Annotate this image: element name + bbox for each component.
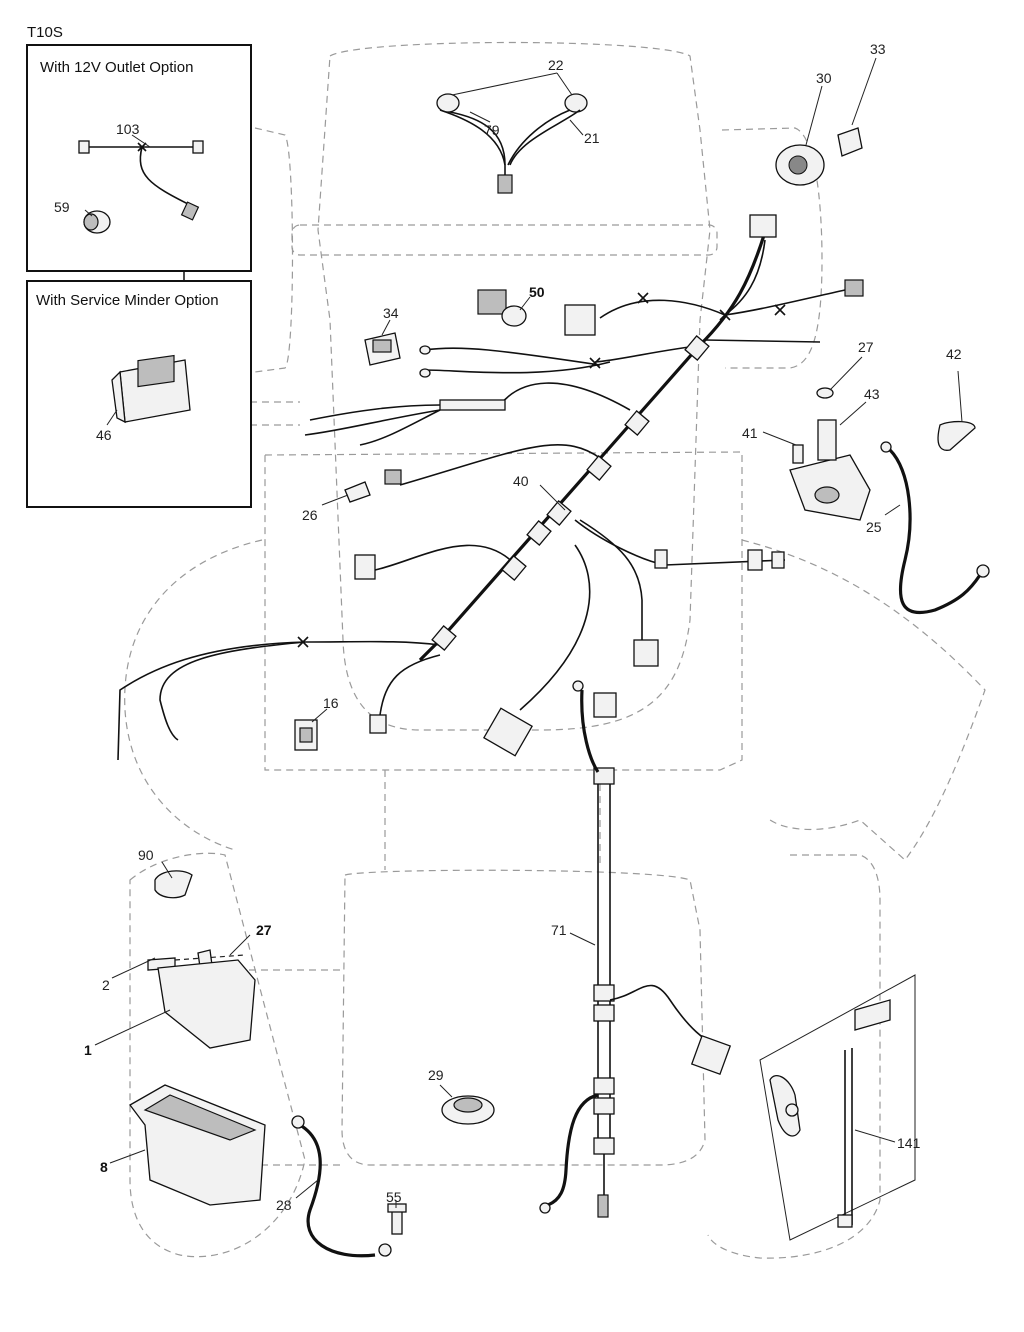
minder-option-inset: With Service Minder Option — [26, 280, 252, 508]
headlight-harness — [436, 93, 588, 194]
label-8: 8 — [100, 1159, 108, 1175]
leader-lines — [84, 57, 963, 1208]
label-43: 43 — [864, 386, 880, 402]
label-33: 33 — [870, 41, 886, 57]
label-103: 103 — [116, 121, 140, 137]
label-16: 16 — [323, 695, 339, 711]
label-79: 79 — [484, 122, 500, 138]
label-50: 50 — [529, 284, 545, 300]
label-21: 21 — [584, 130, 600, 146]
label-141: 141 — [897, 1135, 921, 1151]
main-harness — [117, 214, 864, 761]
label-71: 71 — [551, 922, 567, 938]
label-29: 29 — [428, 1067, 444, 1083]
ignition-switch — [775, 127, 863, 186]
rear-harness — [539, 680, 732, 1218]
label-27a: 27 — [858, 339, 874, 355]
label-30: 30 — [816, 70, 832, 86]
tractor-outline — [124, 41, 986, 1259]
part-labels: 103 59 46 22 79 21 33 30 34 50 27 42 43 … — [54, 41, 962, 1213]
switch-34 — [364, 332, 401, 366]
fuse-holder — [344, 481, 371, 503]
label-22: 22 — [548, 57, 564, 73]
outlet-option-inset: With 12V Outlet Option — [26, 44, 252, 272]
label-59: 59 — [54, 199, 70, 215]
label-28: 28 — [276, 1197, 292, 1213]
label-26: 26 — [302, 507, 318, 523]
label-27b: 27 — [256, 922, 272, 938]
seat-switch — [441, 1095, 495, 1125]
outlet-option-title: With 12V Outlet Option — [40, 59, 193, 76]
seat-bracket-141 — [759, 974, 916, 1241]
minder-option-title: With Service Minder Option — [36, 292, 219, 309]
pto-switch — [477, 289, 527, 327]
label-46: 46 — [96, 427, 112, 443]
battery-assembly — [129, 870, 407, 1258]
relay-16 — [294, 719, 318, 751]
label-90: 90 — [138, 847, 154, 863]
label-41: 41 — [742, 425, 758, 441]
starter-solenoid — [789, 387, 990, 615]
label-40: 40 — [513, 473, 529, 489]
label-55: 55 — [386, 1189, 402, 1205]
label-34: 34 — [383, 305, 399, 321]
label-42: 42 — [946, 346, 962, 362]
label-1: 1 — [84, 1042, 92, 1058]
label-25: 25 — [866, 519, 882, 535]
model-code: T10S — [27, 24, 63, 41]
label-2: 2 — [102, 977, 110, 993]
